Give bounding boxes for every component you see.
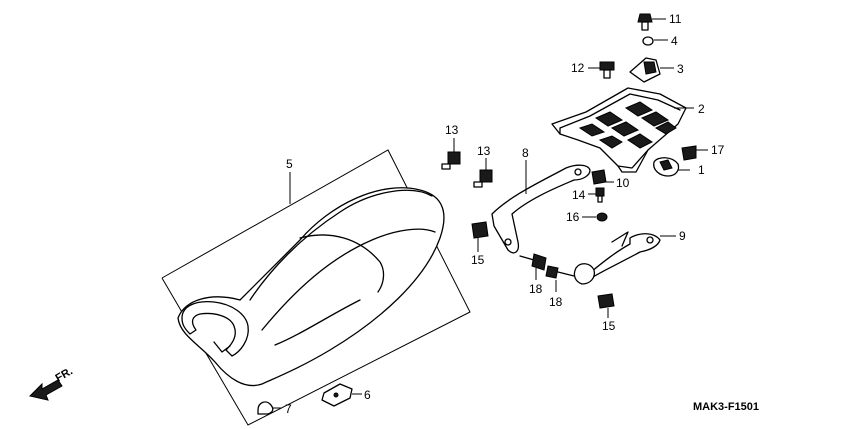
bolt-12-head [599,61,615,71]
seat-step [299,234,385,293]
rear-carrier [551,87,694,173]
lattice-cell [654,121,677,135]
callout-11: 11 [669,12,682,26]
cap-nut-17 [681,145,708,161]
bolt-11 [637,13,666,31]
callout-16: 16 [566,210,580,224]
callout-15-a: 15 [471,253,485,267]
latch-plate-hole [333,392,339,398]
bolt-11-shank [641,21,649,31]
lattice-cell [610,121,640,137]
grab-rail-right-upper [585,233,661,281]
callout-7: 7 [285,402,292,416]
collar [642,36,668,46]
washer-16 [582,212,608,222]
callout-9: 9 [679,229,686,243]
callout-12: 12 [571,61,585,75]
seat-seam [274,299,361,346]
callout-13-a: 13 [445,123,459,137]
callout-17: 17 [711,143,725,157]
seat-latch-plate [321,383,362,407]
callout-1: 1 [698,163,705,177]
bolt-14-head [595,187,605,197]
bolt-13b-shank [473,181,483,188]
nut-15-b [597,293,615,318]
grab-rail-left-hole-lower [504,238,512,246]
grab-rail-right-hole [646,236,654,244]
lattice-cell [640,111,670,127]
lattice-cell [624,101,654,117]
nut-15b-shape [597,293,615,309]
nut-15-a [471,221,489,252]
callout-13-b: 13 [477,144,491,158]
bolt-13-b [473,158,493,188]
lattice-cell [627,133,653,149]
bolt-18-a [519,253,547,280]
callout-18-b: 18 [549,295,563,309]
bolt-18a-head [531,253,547,271]
mount-top [643,61,657,75]
seat [161,149,471,426]
collar-shape [642,36,654,46]
nut-10-shape [591,169,607,185]
callout-5: 5 [286,157,293,171]
washer-16-shape [596,212,608,222]
carrier-lattice [578,101,677,149]
nut-15a-shape [471,221,489,239]
bolt-13a-shank [441,163,451,170]
front-direction-indicator: FR. [29,365,75,401]
grab-rail-left [491,160,591,254]
front-label: FR. [54,365,75,384]
bolt-18b-shank [557,271,575,277]
seat-cushion-rubber [257,401,282,415]
callout-6: 6 [364,388,371,402]
callout-8: 8 [522,146,529,160]
callout-2: 2 [698,102,705,116]
seat-box-outline [161,149,471,426]
front-arrow-icon [29,379,63,401]
carrier-rim [559,93,681,135]
grab-rail-left-hole [574,168,582,176]
lattice-cell [578,123,606,137]
lattice-cell [594,111,624,127]
bolt-14 [588,187,605,203]
bolt-12 [588,61,615,79]
nut-10 [591,169,614,185]
bolt-18a-shank [519,255,535,261]
bolt-18b-head [545,265,559,279]
callout-15-b: 15 [602,319,616,333]
cap-nut-17-shape [681,145,697,161]
bolt-18-b [545,265,575,292]
diagram-code: MAK3-F1501 [693,401,759,413]
seat-rider-section [261,228,436,331]
grab-rail-right-tip [611,231,629,247]
seat-base [177,187,445,387]
cushion-rubber-shape [257,401,274,415]
seat-hook-tab [213,341,231,353]
callout-3: 3 [677,62,684,76]
lattice-cell [598,135,623,149]
callout-4: 4 [671,34,678,48]
bolt-11-head [637,13,653,23]
callout-labels: 1 2 3 4 5 6 7 8 9 10 11 12 13 13 14 15 1… [285,12,725,416]
grommet-1 [653,157,690,177]
grab-rail-right [573,231,676,285]
bolt-13b-head [479,169,493,183]
callout-18-a: 18 [529,282,543,296]
bolt-13-a [441,138,461,170]
carrier-mount [629,57,674,83]
bolt-13a-head [447,151,461,165]
carrier-lower-edge [617,149,649,173]
callout-10: 10 [616,176,630,190]
grab-rail-right-mount [573,263,596,285]
grommet-1-inner [659,159,673,171]
bolt-14-shank [597,195,603,203]
seat-cushion-edge [249,189,433,301]
bolt-12-shank [603,69,611,79]
callout-14: 14 [572,188,586,202]
seat-front-hook [181,300,249,357]
